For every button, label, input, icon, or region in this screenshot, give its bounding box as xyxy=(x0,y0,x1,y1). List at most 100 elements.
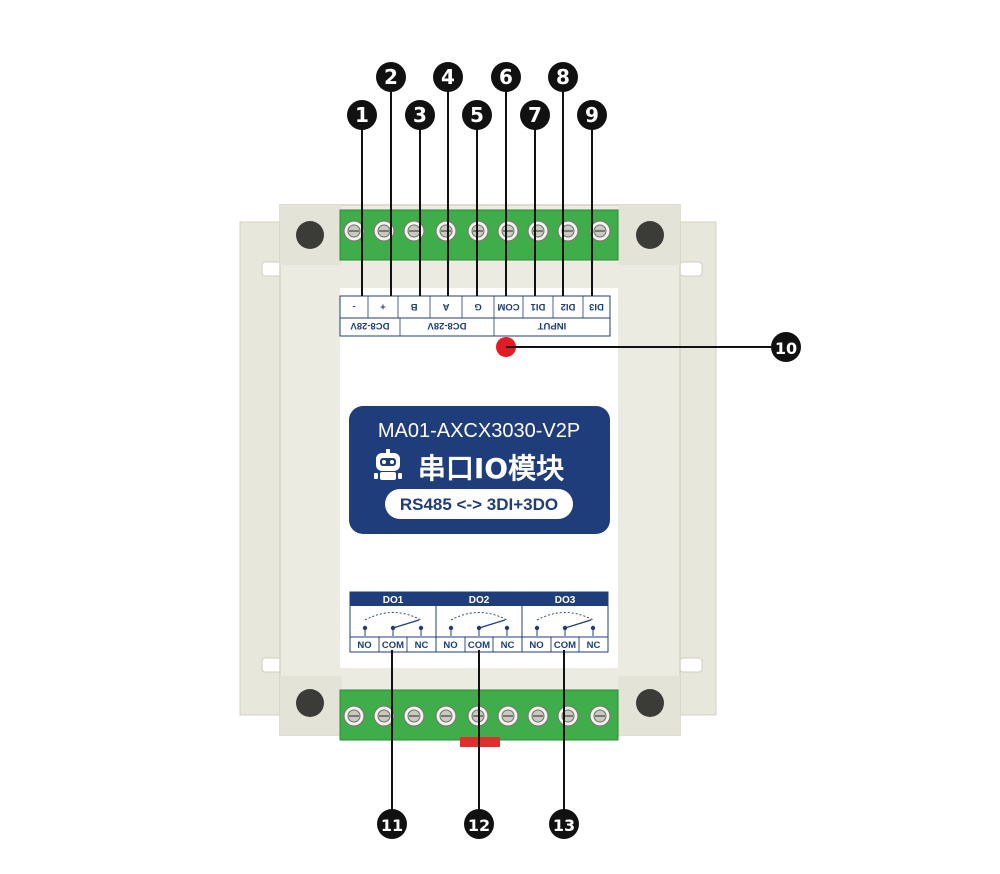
bottom-screw-terminal xyxy=(435,705,457,727)
top-terminal-group-label: DC8-28V xyxy=(427,320,467,331)
callout-number: 9 xyxy=(585,103,599,127)
callout-11: 11 xyxy=(377,650,407,839)
callout-7: 7 xyxy=(520,100,550,296)
top-terminal-label: DI3 xyxy=(589,301,604,312)
mount-hole-top-right xyxy=(636,221,664,249)
top-screw-terminal xyxy=(343,220,365,242)
module-title: 串口IO模块 xyxy=(418,452,564,485)
relay-contact-label: NO xyxy=(357,640,371,651)
top-terminal-label: DI2 xyxy=(561,301,576,312)
bottom-screw-terminal xyxy=(527,705,549,727)
top-screw-terminal xyxy=(589,220,611,242)
top-terminal-label: + xyxy=(380,301,386,312)
callout-number: 13 xyxy=(553,816,575,835)
callout-marker xyxy=(377,809,407,839)
callout-2: 2 xyxy=(376,62,406,296)
top-terminal-group-label: DC8-28V xyxy=(350,320,390,331)
mount-hole-top-left xyxy=(296,221,324,249)
callout-6: 6 xyxy=(491,62,521,296)
callout-number: 8 xyxy=(556,65,570,89)
bottom-screw-terminal xyxy=(557,705,579,727)
callout-1: 1 xyxy=(347,100,377,296)
callout-4: 4 xyxy=(433,62,463,296)
bottom-screw-terminal xyxy=(403,705,425,727)
callout-number: 6 xyxy=(499,65,513,89)
callout-8: 8 xyxy=(548,62,578,296)
top-screw-terminal xyxy=(435,220,457,242)
callout-marker xyxy=(577,100,607,130)
callout-number: 11 xyxy=(381,816,403,835)
callout-marker xyxy=(771,332,801,362)
relay-contact-label: NC xyxy=(587,640,601,651)
callout-number: 1 xyxy=(355,103,369,127)
relay-switch-arm xyxy=(478,619,506,629)
callout-marker xyxy=(549,809,579,839)
callout-number: 3 xyxy=(413,103,427,127)
bottom-screw-terminal xyxy=(497,705,519,727)
mount-hole-bottom-left xyxy=(296,689,324,717)
relay-contact-label: COM xyxy=(382,640,404,651)
relay-coil-arc xyxy=(450,612,508,621)
callout-number: 7 xyxy=(528,103,542,127)
relay-name: DO3 xyxy=(555,595,576,606)
callout-number: 2 xyxy=(384,65,398,89)
top-screw-terminal xyxy=(557,220,579,242)
relay-contact-label: COM xyxy=(468,640,490,651)
callout-marker xyxy=(520,100,550,130)
callout-3: 3 xyxy=(405,100,435,296)
callout-number: 10 xyxy=(775,339,797,358)
relay-coil-arc xyxy=(536,612,594,621)
callout-marker xyxy=(347,100,377,130)
right-mount-slot-top xyxy=(679,261,703,277)
top-screw-terminal xyxy=(497,220,519,242)
model-number: MA01-AXCX3030-V2P xyxy=(378,420,580,442)
top-terminal-group-label: INPUT xyxy=(538,320,567,331)
right-mount-slot-bottom xyxy=(679,657,703,673)
callout-10: 10 xyxy=(506,332,801,362)
relay-switch-arm xyxy=(564,619,592,629)
bottom-screw-terminal xyxy=(589,705,611,727)
top-terminal-label: - xyxy=(352,301,355,312)
top-screw-terminal xyxy=(527,220,549,242)
relay-name: DO1 xyxy=(383,595,404,606)
relay-contact-label: NO xyxy=(443,640,457,651)
callout-marker xyxy=(548,62,578,92)
top-label-frame xyxy=(339,295,611,337)
relay-contact-label: COM xyxy=(554,640,576,651)
top-terminal-label: B xyxy=(410,301,417,312)
bottom-screw-terminal xyxy=(343,705,365,727)
callout-number: 5 xyxy=(470,103,484,127)
top-terminal-label: COM xyxy=(497,301,519,312)
callout-marker xyxy=(491,62,521,92)
relay-contact-label: NO xyxy=(529,640,543,651)
callout-13: 13 xyxy=(549,650,579,839)
callout-marker xyxy=(464,809,494,839)
module-subtitle: RS485 <-> 3DI+3DO xyxy=(400,495,558,514)
subtitle-pill xyxy=(385,489,573,519)
mount-hole-bottom-right xyxy=(636,689,664,717)
robot-icon xyxy=(374,449,402,480)
bottom-screw-terminal xyxy=(373,705,395,727)
callout-marker xyxy=(376,62,406,92)
top-terminal-label: G xyxy=(474,301,481,312)
callout-marker xyxy=(462,100,492,130)
relay-name: DO2 xyxy=(469,595,490,606)
callout-12: 12 xyxy=(464,650,494,839)
callout-marker xyxy=(405,100,435,130)
top-terminal-label: A xyxy=(442,301,449,312)
relay-switch-arm xyxy=(392,619,420,629)
callout-5: 5 xyxy=(462,100,492,296)
callout-number: 12 xyxy=(468,816,490,835)
callout-number: 4 xyxy=(441,65,455,89)
callout-marker xyxy=(433,62,463,92)
relay-contact-label: NC xyxy=(415,640,429,651)
relay-contact-label: NC xyxy=(501,640,515,651)
callout-9: 9 xyxy=(577,100,607,296)
relay-coil-arc xyxy=(364,612,422,621)
top-terminal-label: DI1 xyxy=(530,301,546,312)
top-screw-terminal xyxy=(373,220,395,242)
